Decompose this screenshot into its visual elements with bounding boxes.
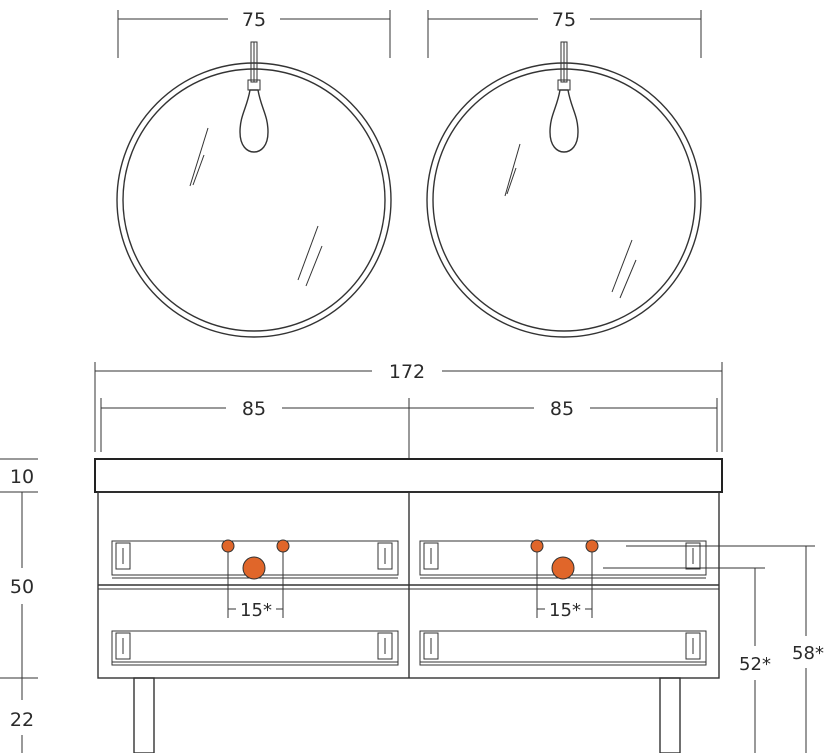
cabinet-right-width-label: 85 bbox=[550, 398, 574, 420]
overall-width-label: 172 bbox=[389, 361, 425, 383]
drain-height-label: 52* bbox=[739, 654, 771, 675]
plumbing-fittings-left bbox=[221, 539, 290, 580]
hot-water-inlet-left bbox=[221, 539, 235, 553]
cold-water-inlet-left bbox=[276, 539, 290, 553]
tap-height-label: 58* bbox=[792, 643, 824, 664]
height-dimensions: 10 50 22 bbox=[0, 458, 38, 753]
leg-height-label: 22 bbox=[10, 709, 34, 731]
drain-outlet-left bbox=[242, 556, 266, 580]
pendant-lamp-right bbox=[549, 41, 579, 153]
mirror-left-width-label: 75 bbox=[242, 9, 266, 31]
tap-spacing-right-label: 15* bbox=[549, 600, 581, 621]
mirror-right-width-label: 75 bbox=[552, 9, 576, 31]
tap-spacing-right-dimension: 15* bbox=[536, 552, 593, 621]
hot-water-inlet-right bbox=[530, 539, 544, 553]
body-height-label: 50 bbox=[10, 576, 34, 598]
lower-drawer-right bbox=[419, 630, 707, 666]
legs bbox=[133, 677, 681, 753]
cabinet-body bbox=[97, 491, 720, 679]
top-height-label: 10 bbox=[10, 466, 34, 488]
lower-drawer-left bbox=[111, 630, 399, 666]
mirror-left-width-dimension: 75 bbox=[117, 9, 391, 58]
drain-outlet-right bbox=[551, 556, 575, 580]
mirror-right bbox=[426, 62, 702, 338]
mirror-right-width-dimension: 75 bbox=[427, 9, 702, 58]
pendant-lamp-left bbox=[239, 41, 269, 153]
cabinet-left-width-label: 85 bbox=[242, 398, 266, 420]
tap-spacing-left-dimension: 15* bbox=[227, 552, 284, 621]
drain-height-dimension: 52* bbox=[603, 567, 771, 753]
plumbing-fittings-right bbox=[530, 539, 599, 580]
cabinet-width-dimensions: 85 85 bbox=[100, 398, 718, 460]
mirror-left bbox=[116, 62, 392, 338]
countertop bbox=[94, 458, 723, 493]
tap-spacing-left-label: 15* bbox=[240, 600, 272, 621]
tap-height-dimension: 58* bbox=[626, 545, 824, 753]
cold-water-inlet-right bbox=[585, 539, 599, 553]
overall-width-dimension: 172 bbox=[94, 361, 723, 452]
